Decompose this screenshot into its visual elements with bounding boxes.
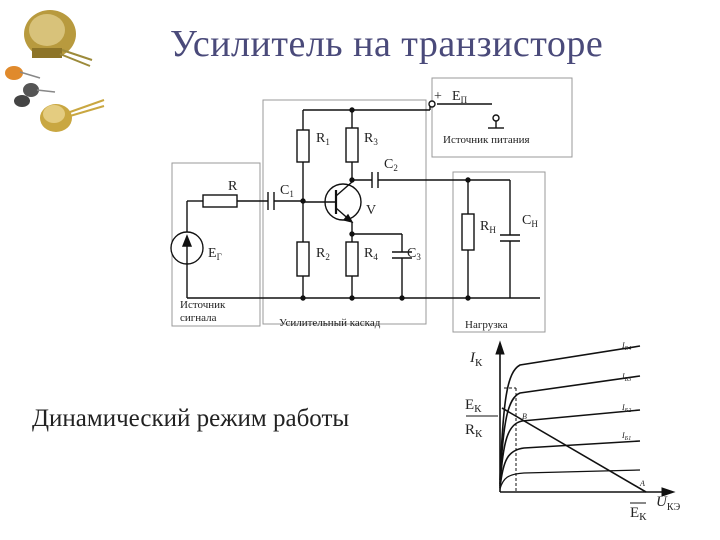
amplifier-stage-caption: Усилительный каскад [279, 317, 381, 329]
curve-ib3-label: IБ3 [621, 372, 631, 383]
load-block [452, 171, 546, 333]
signal-source-caption-line2: сигнала [180, 312, 217, 324]
curve-ib1 [499, 440, 641, 489]
eg-label: EГ [208, 246, 222, 262]
curve-ib4 [499, 345, 641, 481]
r3-label: R3 [364, 131, 378, 147]
r2-label: R2 [316, 246, 330, 262]
ep-label: EП [452, 89, 468, 105]
page-title: Усилитель на транзисторе [170, 23, 604, 65]
ek-x-label: EК [630, 505, 647, 523]
c1-label: C1 [280, 183, 294, 199]
curve-ib0 [499, 469, 641, 490]
transistor-label: V [366, 203, 376, 218]
mode-subtitle: Динамический режим работы [32, 405, 350, 432]
x-axis-label: UКЭ [656, 494, 681, 513]
amplifier-stage-block [262, 99, 427, 325]
ek-rk-denominator: RК [465, 422, 483, 440]
r1-label: R1 [316, 131, 330, 147]
r4-label: R4 [364, 246, 378, 262]
plus-label: + [434, 89, 442, 104]
curve-ib4-label: IБ4 [621, 341, 631, 352]
ek-rk-numerator: EК [465, 397, 482, 415]
load-caption: Нагрузка [465, 319, 508, 331]
power-supply-block [431, 77, 573, 158]
curve-ib2 [499, 409, 641, 487]
c2-label: C2 [384, 157, 398, 173]
cn-label: CН [522, 213, 538, 229]
transistor-photo-icon [5, 10, 105, 132]
power-supply-caption: Источник питания [443, 134, 530, 146]
load-line [501, 407, 647, 493]
c3-label: C3 [407, 246, 421, 262]
signal-source-caption-line1: Источник [180, 299, 226, 311]
r-label: R [228, 179, 238, 194]
curve-ib2-label: IБ2 [621, 403, 631, 414]
point-a-label: A [639, 479, 645, 488]
curve-ib1-label: IБ1 [621, 431, 631, 442]
rn-label: RН [480, 219, 496, 235]
curve-ib3 [499, 375, 641, 485]
point-b-label: B [522, 412, 527, 421]
y-axis-label: IК [469, 350, 483, 369]
